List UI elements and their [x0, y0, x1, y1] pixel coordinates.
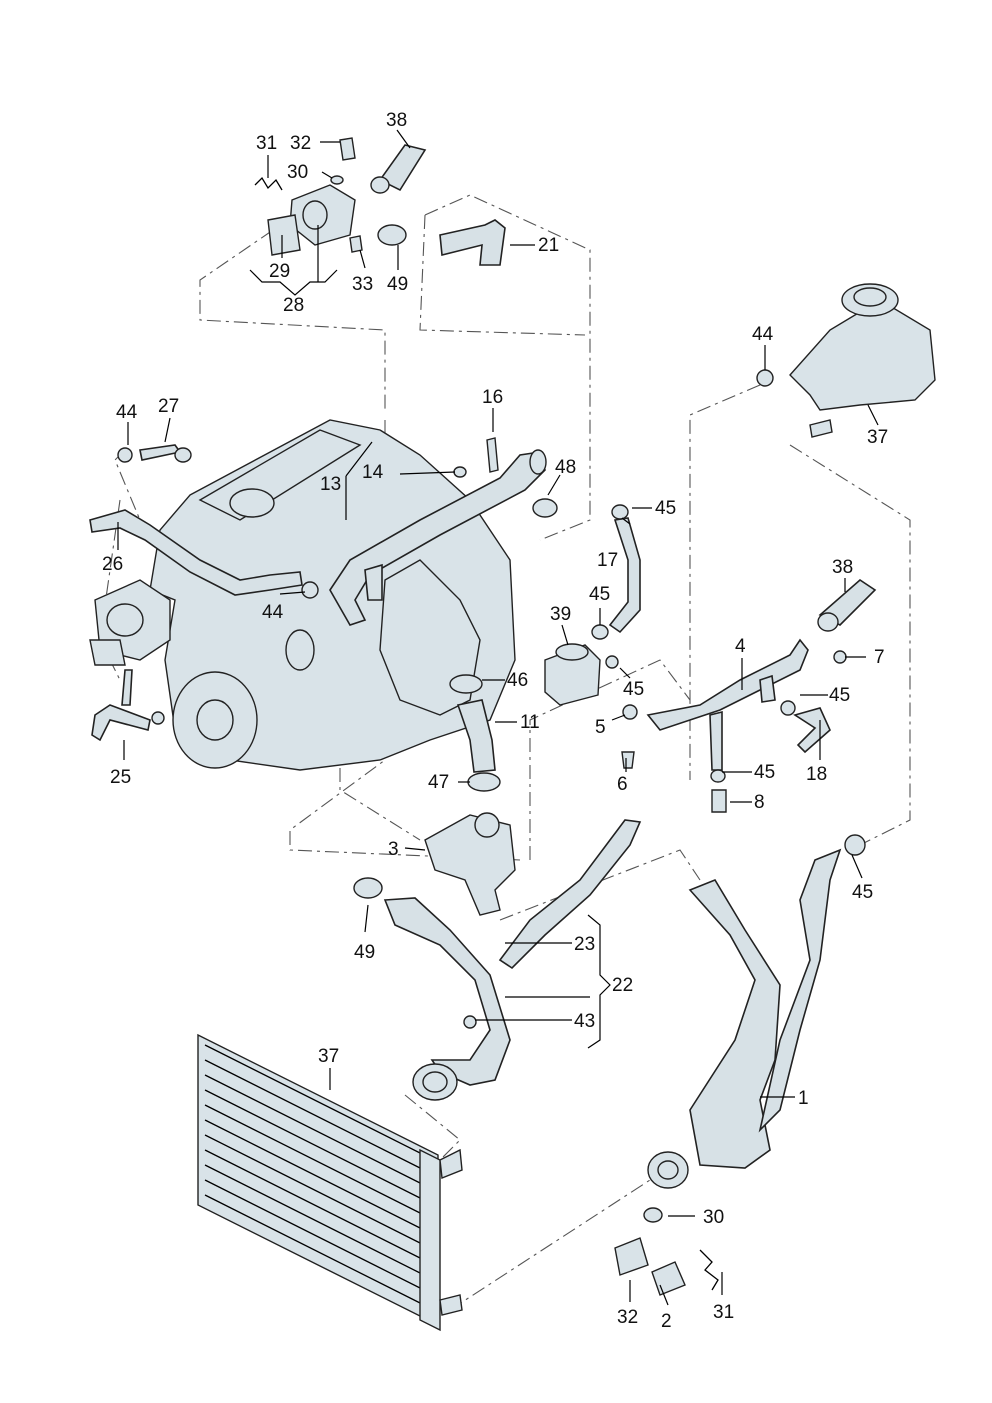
expansion-tank	[756, 283, 936, 438]
callout-22: 22	[612, 975, 633, 996]
callout-labels: 1 2 3 4 5 6 7 8 11 13 14 16 17 18 21 22 …	[102, 110, 888, 1332]
callout-39: 39	[550, 604, 571, 625]
radiator	[197, 1033, 463, 1332]
callout-18: 18	[806, 764, 827, 785]
callout-31-bottom: 31	[713, 1302, 734, 1323]
callout-38-right: 38	[832, 557, 853, 578]
right-hoses-and-pipe	[591, 504, 877, 813]
callout-44-left: 44	[116, 402, 138, 423]
callout-33: 33	[352, 274, 373, 295]
callout-38-top: 38	[386, 110, 407, 131]
callout-48: 48	[555, 457, 576, 478]
callout-17: 17	[597, 550, 618, 571]
callout-6: 6	[617, 774, 628, 795]
callout-32-top: 32	[290, 133, 311, 154]
callout-45-hose1: 45	[852, 882, 873, 903]
callout-45-hose18: 45	[829, 685, 850, 706]
callout-45-hose17: 45	[655, 498, 676, 519]
callout-8: 8	[754, 792, 765, 813]
callout-45-reservoir: 45	[623, 679, 644, 700]
callout-30-bottom: 30	[703, 1207, 724, 1228]
callout-32-bottom: 32	[617, 1307, 638, 1328]
reservoir-39	[544, 643, 619, 706]
callout-21: 21	[538, 235, 559, 256]
callout-28: 28	[283, 295, 304, 316]
callout-4: 4	[735, 636, 746, 657]
callout-27: 27	[158, 396, 179, 417]
callout-46: 46	[507, 670, 528, 691]
hose-1	[614, 834, 866, 1296]
callout-49-top: 49	[387, 274, 408, 295]
callout-45-pipe: 45	[754, 762, 775, 783]
callout-23: 23	[574, 934, 595, 955]
callout-45-mid: 45	[589, 584, 610, 605]
callout-47: 47	[428, 772, 449, 793]
callout-7: 7	[874, 647, 885, 668]
callout-11: 11	[520, 712, 540, 733]
callout-30-top: 30	[287, 162, 308, 183]
callout-1: 1	[798, 1088, 809, 1109]
callout-2: 2	[661, 1311, 672, 1332]
callout-3: 3	[388, 839, 399, 860]
leader-lines	[117, 129, 879, 1306]
radiator-fins	[204, 1044, 431, 1309]
callout-49-bottom: 49	[354, 942, 375, 963]
callout-25: 25	[110, 767, 131, 788]
callout-37-tank: 37	[867, 427, 888, 448]
callout-14: 14	[362, 462, 384, 483]
callout-13: 13	[320, 474, 341, 495]
callout-44-engine: 44	[262, 602, 284, 623]
callout-5: 5	[595, 717, 606, 738]
callout-29: 29	[269, 261, 290, 282]
coolant-pipe-13	[329, 437, 558, 626]
callout-31-top: 31	[256, 133, 277, 154]
callout-44-tank: 44	[752, 324, 774, 345]
callout-37-radiator: 37	[318, 1046, 339, 1067]
pump-and-hose-11	[424, 674, 516, 916]
hoses-22-23	[353, 819, 642, 1101]
left-hoses	[89, 444, 319, 742]
callout-26: 26	[102, 554, 123, 575]
callout-43: 43	[574, 1011, 595, 1032]
callout-16: 16	[482, 387, 503, 408]
thermostat-housing-top	[254, 137, 506, 266]
